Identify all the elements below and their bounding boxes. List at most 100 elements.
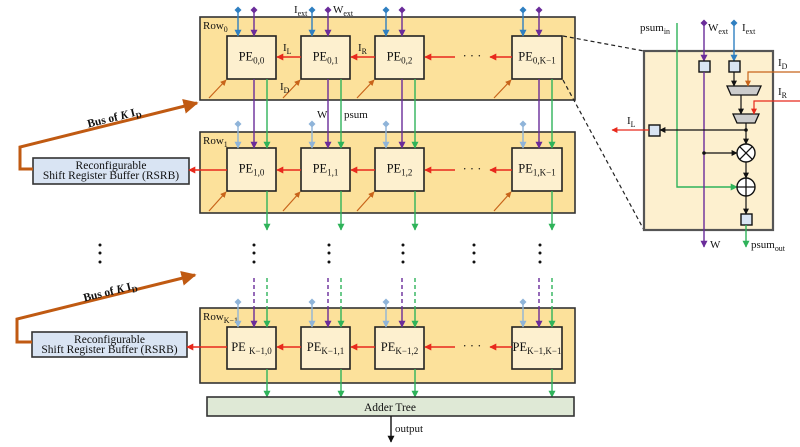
adder-plus xyxy=(737,178,755,196)
row-label: RowK−1 xyxy=(203,311,238,325)
psum-out-label-main: psum xyxy=(751,239,775,251)
ellipsis-dot xyxy=(98,251,102,255)
pe-label-main: PE xyxy=(313,50,328,64)
i-d-input-arrow xyxy=(493,191,512,212)
i-d-input-arrow xyxy=(282,79,301,99)
row-label: Row1 xyxy=(203,135,228,149)
input-register xyxy=(728,60,741,73)
i-l-label-subscript: L xyxy=(631,120,636,129)
i-d-input-arrow xyxy=(208,79,227,99)
row-label-main: Row xyxy=(203,135,224,147)
pe-box xyxy=(511,35,563,80)
pe-label-main: PE xyxy=(518,162,533,176)
ellipsis-dot xyxy=(538,251,542,255)
i-d-label-subscript: D xyxy=(284,86,290,95)
i-r-input-arrow xyxy=(751,100,800,115)
bus-label-subscript: D xyxy=(135,110,143,120)
processing-element: PE1,0 xyxy=(226,147,277,192)
w-ext-label-subscript: ext xyxy=(718,27,728,36)
rsrb-title-line2: Shift Register Buffer (RSRB) xyxy=(43,170,179,182)
row-label-main: Row xyxy=(203,311,224,323)
i-d-label-main: I xyxy=(778,57,782,69)
bus-label: Bus of K ID xyxy=(86,106,143,133)
multiplier-cross xyxy=(739,146,753,160)
pe-label-main: PE xyxy=(518,50,533,64)
processing-element: PEK−1,2 xyxy=(374,326,425,370)
w-ext-label: Wext xyxy=(708,22,729,36)
processing-element: PE1,2 xyxy=(374,147,425,192)
psum-in-label-main: psum xyxy=(640,22,664,34)
i-r-label-main: I xyxy=(778,86,782,98)
i-d-label-subscript: D xyxy=(782,62,788,71)
pe-box xyxy=(226,326,277,370)
processing-element: PE1,K−1 xyxy=(511,147,563,192)
i-l-label-subscript: L xyxy=(287,47,292,56)
i-r-label-subscript: R xyxy=(362,47,368,56)
ellipsis-dot xyxy=(252,251,256,255)
ellipsis-dot xyxy=(327,251,331,255)
column-ellipsis: · · · xyxy=(463,49,482,63)
processing-element: PEK−1,K−1 xyxy=(511,326,563,370)
ellipsis-dot xyxy=(472,260,476,264)
i-l-register xyxy=(648,124,661,137)
pe-label-subscript: K−1,0 xyxy=(249,346,272,356)
rsrb-title-line1: Reconfigurable xyxy=(76,160,147,172)
pe-box xyxy=(226,147,277,192)
i-l-label: IL xyxy=(283,42,292,56)
pe-label-subscript: K−1,K−1 xyxy=(527,346,561,356)
pe-label-main: PE xyxy=(239,162,254,176)
pe-label-main: PE xyxy=(313,162,328,176)
pe-label: PE0,0 xyxy=(239,50,265,66)
pe-label-main: PE xyxy=(307,340,322,354)
w-out-label: W xyxy=(710,239,721,251)
ellipsis-dot xyxy=(252,260,256,264)
psum-in-label: psumin xyxy=(640,22,670,36)
pe-label: PEK−1,K−1 xyxy=(513,340,562,356)
output-label: output xyxy=(395,423,423,435)
vertical-ellipsis xyxy=(401,243,405,264)
i-d-input-arrow xyxy=(745,71,800,87)
ellipsis-dot xyxy=(472,251,476,255)
i-r-label-main: I xyxy=(358,42,362,54)
pe-label-subscript: K−1,2 xyxy=(395,346,418,356)
bus-label: Bus of K ID xyxy=(82,280,139,307)
row-label-main: Row xyxy=(203,20,224,32)
pe-label: PEK−1,1 xyxy=(307,340,344,356)
bus-label-subscript: D xyxy=(131,284,139,294)
w-ext-label-subscript: ext xyxy=(343,9,353,18)
row-label-subscript: 0 xyxy=(224,25,228,34)
pe-label: PE K−1,0 xyxy=(231,340,272,356)
psum-out-label: psumout xyxy=(751,239,786,253)
pe-label-main: PE xyxy=(239,50,254,64)
processing-element: PE0,1 xyxy=(300,35,351,80)
pe-label: PE1,K−1 xyxy=(518,162,555,178)
vertical-ellipsis xyxy=(472,243,476,264)
i-ext-label: Iext xyxy=(742,22,756,36)
processing-element: PE0,0 xyxy=(226,35,277,80)
multiplier-icon xyxy=(736,143,756,163)
pe-label: PE0,1 xyxy=(313,50,339,66)
psum-in-label-subscript: in xyxy=(664,27,670,36)
w-label: W xyxy=(317,109,328,121)
rsrb-box xyxy=(31,331,188,358)
processing-element: PE K−1,0 xyxy=(226,326,277,370)
row-label-subscript: 1 xyxy=(224,140,228,149)
vertical-ellipsis xyxy=(327,243,331,264)
i-l-label-main: I xyxy=(627,115,631,127)
pe-label-subscript: 0,2 xyxy=(401,56,412,66)
i-ext-label-main: I xyxy=(742,22,746,34)
row-label-subscript: K−1 xyxy=(224,316,238,325)
ellipsis-dot xyxy=(98,260,102,264)
bus-label-signal: I xyxy=(127,107,138,121)
pe-label-main: PE xyxy=(387,162,402,176)
pe-label-subscript: 0,0 xyxy=(253,56,265,66)
pe-label-subscript: K−1,1 xyxy=(321,346,344,356)
zoom-guide-dashed-line xyxy=(562,79,645,231)
psum-label: psum xyxy=(344,109,368,121)
pe-label-main: PE xyxy=(387,50,402,64)
processing-element: PE0,K−1 xyxy=(511,35,563,80)
